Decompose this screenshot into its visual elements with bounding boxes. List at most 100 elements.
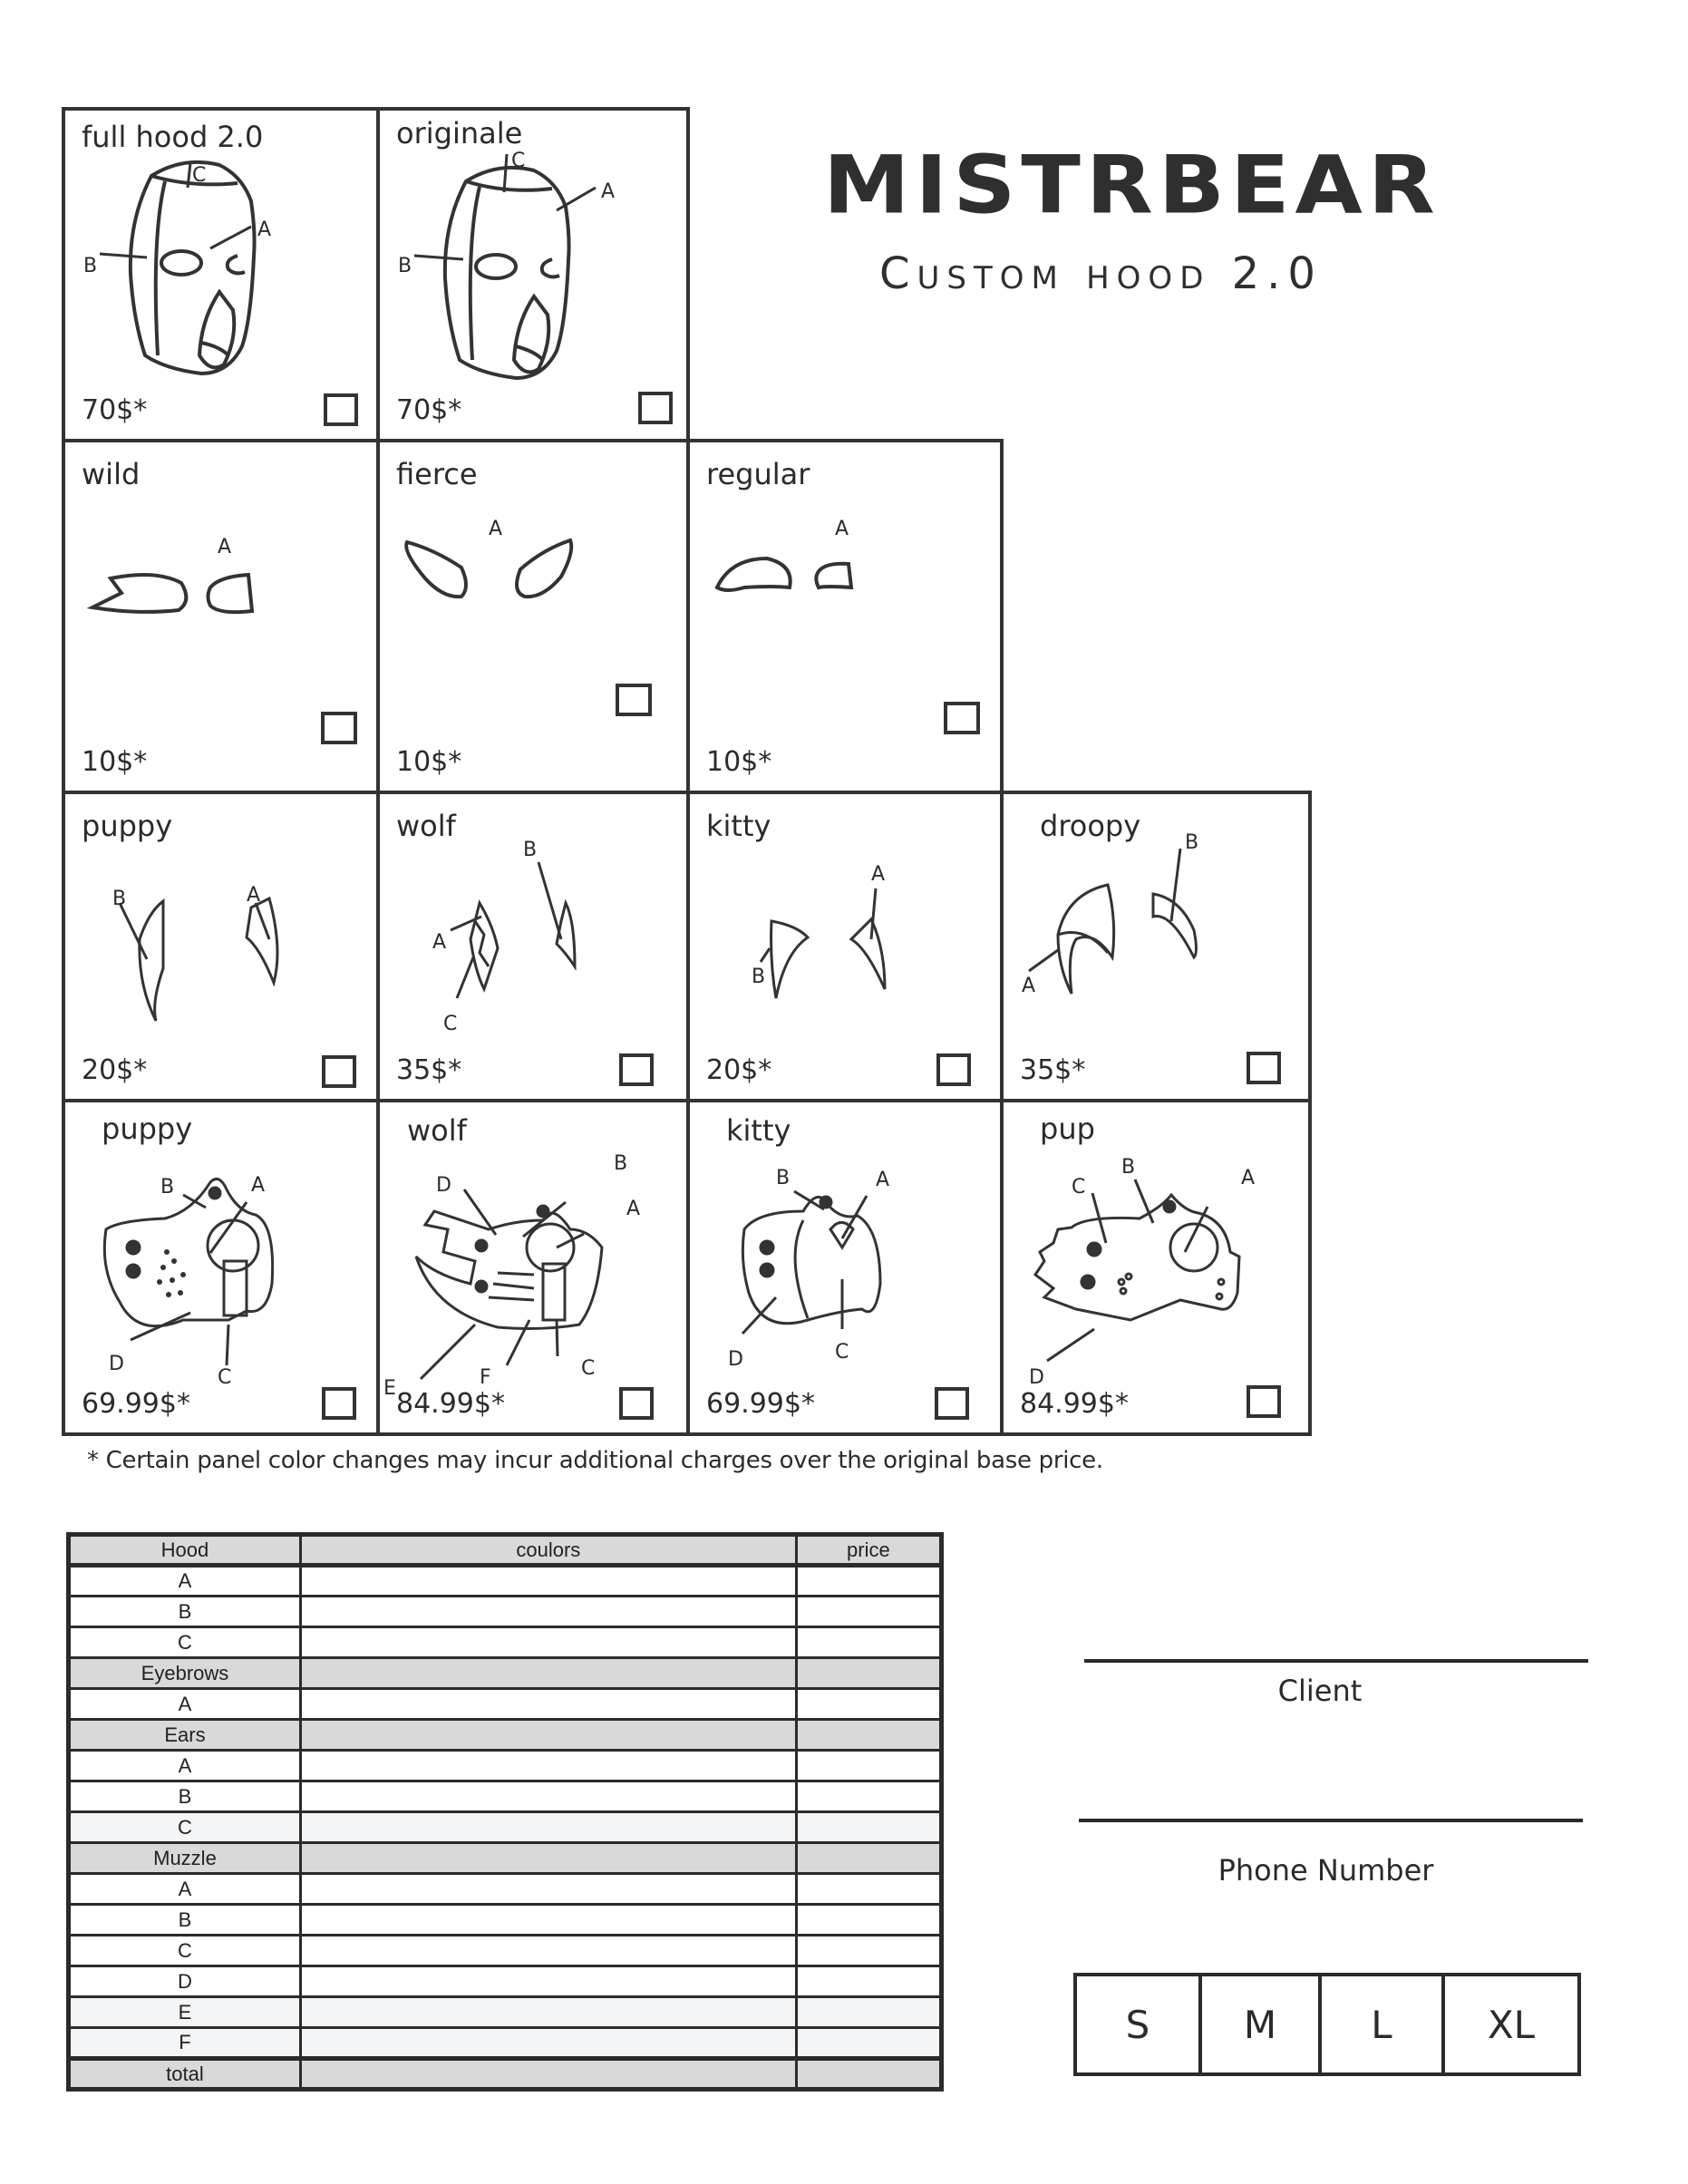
muzzle-diagram-icon: C B A D [1029,1156,1255,1389]
price-input[interactable] [794,1749,944,1782]
colors-input[interactable] [298,1934,798,1967]
select-checkbox-ears-puppy[interactable] [322,1055,356,1088]
price-input[interactable] [794,1564,944,1597]
select-checkbox-wild[interactable] [321,712,357,744]
eyebrow-diagram-icon: A [404,518,574,599]
size-option-s[interactable]: S [1077,1976,1202,2072]
option-title: regular [706,457,810,491]
row-label: A [67,1872,302,1906]
part-label-a: A [432,931,446,954]
size-option-xl[interactable]: XL [1487,2002,1536,2047]
part-label-b: B [160,1176,174,1199]
ear-diagram-icon: B A [112,884,279,1022]
colors-input[interactable] [298,1564,798,1597]
colors-input[interactable] [298,1687,798,1721]
phone-number-line[interactable] [1079,1819,1583,1822]
option-price: 10$* [396,746,462,778]
price-input[interactable] [794,1780,944,1813]
price-input[interactable] [794,2026,944,2060]
colors-input[interactable] [298,1595,798,1628]
price-input[interactable] [794,1965,944,1998]
price-input[interactable] [794,1810,944,1844]
option-card-muzzle-wolf: wolf D B A E F C 84.99$* [376,1099,690,1436]
client-label: Client [1277,1674,1363,1708]
select-checkbox-full-hood[interactable] [324,393,358,426]
option-card-hood-originale: originale C B A 70$* [376,107,690,442]
colors-input[interactable] [298,2026,798,2060]
page-title: Custom hood 2.0 [879,248,1323,299]
colors-input[interactable] [298,1749,798,1782]
select-checkbox-regular[interactable] [944,702,980,734]
select-checkbox-muzzle-pup[interactable] [1247,1385,1281,1418]
option-card-muzzle-puppy: puppy B A D C 69.99$* [62,1099,380,1436]
select-checkbox-muzzle-kitty[interactable] [935,1387,969,1420]
table-section-row: Muzzle [67,1841,944,1875]
eyebrow-diagram-icon: A [714,518,854,592]
part-label-e: E [383,1377,396,1400]
option-card-ears-wolf: wolf A C B 35$* [376,791,690,1102]
table-row: C [67,1934,944,1967]
part-label-c: C [1072,1176,1085,1199]
option-price: 35$* [1020,1054,1086,1086]
option-card-ears-droopy: droopy A B 35$* [1000,791,1312,1102]
phone-number-label: Phone Number [1217,1853,1434,1888]
total-colors-input[interactable] [298,2056,798,2091]
option-title: fierce [396,457,478,491]
option-price: 10$* [706,746,772,778]
colors-input[interactable] [298,1626,798,1659]
client-signature-line[interactable] [1084,1659,1588,1663]
option-title: kitty [726,1113,791,1148]
part-label-a: A [835,518,849,540]
colors-input[interactable] [298,1810,798,1844]
part-label-a: A [1022,975,1035,997]
section-label: Eyebrows [67,1656,302,1690]
price-input[interactable] [794,1626,944,1659]
option-card-eyebrows-regular: regular A 10$* [686,439,1004,794]
part-label-d: D [728,1348,743,1371]
ear-diagram-icon: B A [752,863,887,999]
price-input[interactable] [794,1995,944,2029]
select-checkbox-ears-droopy[interactable] [1247,1052,1281,1084]
size-option-m[interactable]: M [1202,1976,1322,2072]
colors-input[interactable] [298,1872,798,1906]
option-card-eyebrows-fierce: fierce A 10$* [376,439,690,794]
part-label-a: A [247,884,260,907]
part-label-a: A [876,1169,889,1191]
price-input[interactable] [794,1595,944,1628]
select-checkbox-fierce[interactable] [616,684,652,716]
price-input[interactable] [794,1903,944,1936]
colors-input[interactable] [298,1965,798,1998]
muzzle-diagram-icon: B A D C [102,1174,275,1389]
option-title: puppy [102,1111,193,1146]
option-title: pup [1040,1111,1095,1146]
part-label-a: A [251,1174,265,1197]
size-option-l[interactable]: L [1322,1976,1445,2072]
part-label-c: C [511,150,525,172]
select-checkbox-muzzle-puppy[interactable] [322,1387,356,1420]
colors-input[interactable] [298,1995,798,2029]
part-label-d: D [436,1174,451,1197]
option-title: wolf [396,809,456,843]
colors-input[interactable] [298,1903,798,1936]
table-header-row: Hood coulors price [67,1533,944,1568]
select-checkbox-originale[interactable] [638,392,673,424]
row-label: B [67,1903,302,1936]
price-input[interactable] [794,1687,944,1721]
hood-diagram-icon: C B A [83,160,271,376]
part-label-a: A [218,536,231,558]
row-label: A [67,1687,302,1721]
total-price-input[interactable] [794,2056,944,2091]
part-label-b: B [523,839,537,861]
select-checkbox-ears-wolf[interactable] [619,1053,654,1086]
table-row: E [67,1995,944,2029]
option-card-ears-kitty: kitty B A 20$* [686,791,1004,1102]
select-checkbox-muzzle-wolf[interactable] [619,1387,654,1420]
price-input[interactable] [794,1934,944,1967]
price-input[interactable] [794,1872,944,1906]
option-title: kitty [706,809,771,843]
table-section-row: Ears [67,1718,944,1752]
select-checkbox-ears-kitty[interactable] [936,1053,971,1086]
row-label: B [67,1595,302,1628]
colors-input[interactable] [298,1780,798,1813]
part-label-c: C [581,1357,595,1380]
